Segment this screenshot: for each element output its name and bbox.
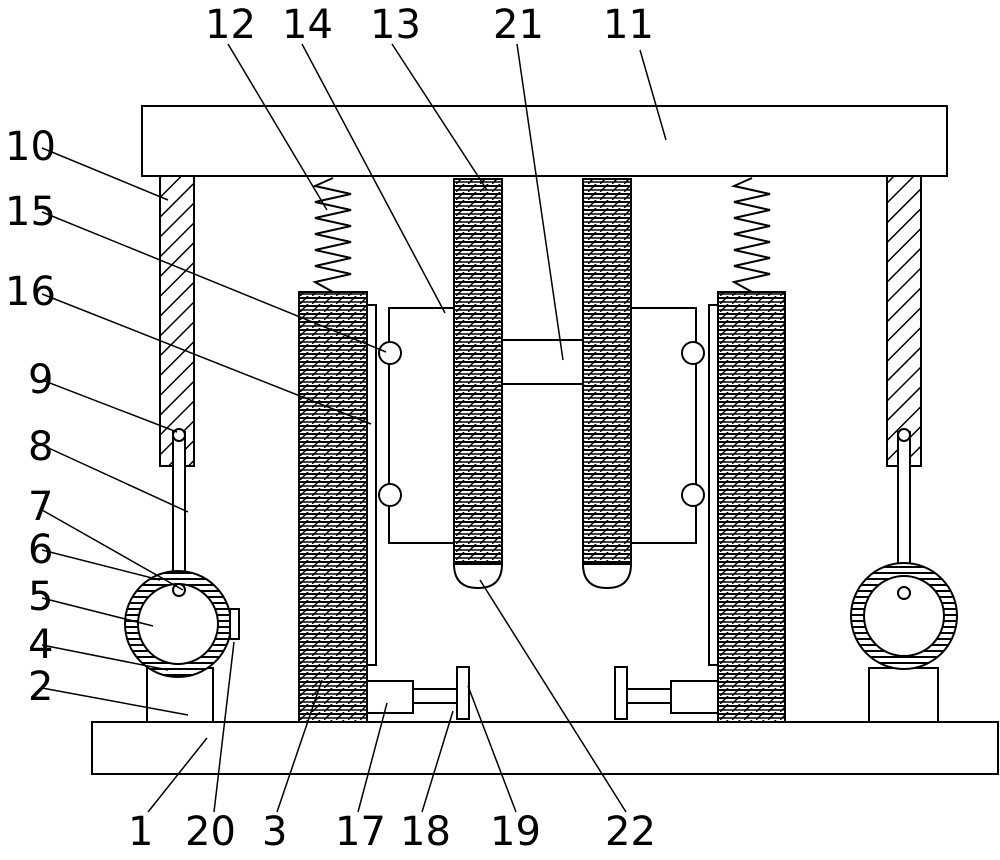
label-20: 20 xyxy=(185,809,236,855)
right-column xyxy=(717,291,786,723)
label-7: 7 xyxy=(28,484,53,530)
left-guide-plate xyxy=(366,304,377,666)
left-actuator-rod xyxy=(412,688,458,704)
label-3: 3 xyxy=(262,809,287,855)
left-column xyxy=(298,291,368,723)
bolt-l1 xyxy=(378,341,402,365)
label-16: 16 xyxy=(5,269,56,315)
left-bar-tip xyxy=(452,563,504,590)
right-actuator-rod xyxy=(626,688,672,704)
left-spring xyxy=(311,177,352,293)
label-6: 6 xyxy=(28,527,53,573)
base-plate xyxy=(91,721,999,775)
right-cylinder xyxy=(886,175,922,467)
label-21: 21 xyxy=(493,2,544,48)
label-14: 14 xyxy=(282,2,333,48)
label-15: 15 xyxy=(5,189,56,235)
bolt-l2 xyxy=(378,483,402,507)
bolt-r2 xyxy=(681,483,705,507)
label-4: 4 xyxy=(28,622,53,668)
left-roller-pin xyxy=(172,583,186,597)
label-10: 10 xyxy=(5,124,56,170)
label-22: 22 xyxy=(605,809,656,855)
label-19: 19 xyxy=(490,809,541,855)
small-block-20 xyxy=(229,608,240,640)
right-bar-tip xyxy=(581,563,633,590)
center-bar-left xyxy=(453,178,503,565)
right-rod-pin xyxy=(897,428,911,442)
right-actuator-body xyxy=(670,680,719,714)
left-frame xyxy=(388,307,455,544)
bolt-r1 xyxy=(681,341,705,365)
left-actuator-body xyxy=(366,680,414,714)
center-bar-right xyxy=(582,178,632,565)
right-actuator-head xyxy=(614,666,628,720)
right-roller-core xyxy=(863,575,945,657)
label-2: 2 xyxy=(28,664,53,710)
right-roller-pin xyxy=(897,586,911,600)
right-support xyxy=(868,667,939,723)
label-1: 1 xyxy=(128,809,153,855)
label-12: 12 xyxy=(205,2,256,48)
right-spring xyxy=(730,177,771,293)
label-18: 18 xyxy=(400,809,451,855)
left-rod xyxy=(172,431,186,593)
right-guide-plate xyxy=(708,304,719,666)
label-13: 13 xyxy=(370,2,421,48)
top-plate xyxy=(141,105,948,177)
label-17: 17 xyxy=(335,809,386,855)
left-cylinder xyxy=(159,175,195,467)
label-11: 11 xyxy=(603,2,654,48)
label-9: 9 xyxy=(28,357,53,403)
label-5: 5 xyxy=(28,574,53,620)
label-8: 8 xyxy=(28,424,53,470)
left-actuator-head xyxy=(456,666,470,720)
connector-21 xyxy=(501,339,584,385)
